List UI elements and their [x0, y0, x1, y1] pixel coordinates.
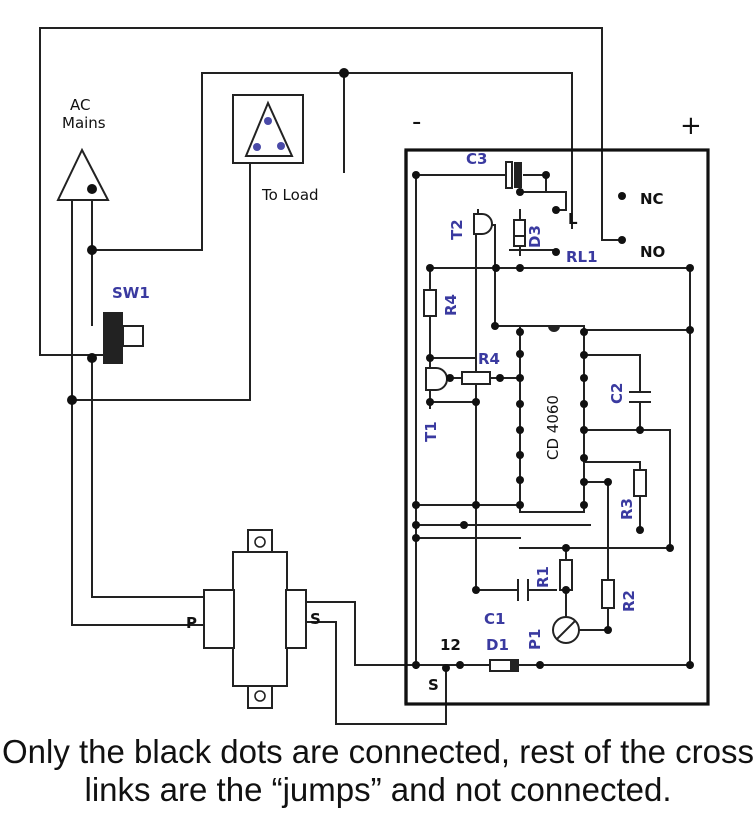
label-ac-mains-2: Mains	[62, 114, 106, 132]
sw1-switch	[103, 312, 144, 364]
label-r3: R3	[618, 498, 636, 520]
label-r4-top: R4	[442, 294, 460, 316]
pcb-components	[423, 161, 651, 672]
caption: Only the black dots are connected, rest …	[1, 733, 755, 808]
label-r1: R1	[534, 566, 552, 588]
label-c1: C1	[484, 610, 505, 628]
label-rl1: RL1	[566, 248, 598, 266]
label-ic: CD 4060	[544, 395, 562, 460]
label-sw1: SW1	[112, 284, 150, 302]
to-load-socket	[232, 94, 304, 164]
label-d1: D1	[486, 636, 509, 654]
ic-pin-dots	[516, 328, 588, 509]
mains-wiring	[39, 27, 623, 725]
label-l: L	[568, 210, 578, 228]
label-ac-mains-1: AC	[70, 96, 90, 114]
label-t2: T2	[448, 219, 466, 240]
circuit-diagram: AC Mains To Load SW1 - + C3 T2 D3 L RL1 …	[39, 27, 710, 725]
label-t1: T1	[422, 421, 440, 442]
label-no: NO	[640, 243, 665, 261]
label-nc: NC	[640, 190, 664, 208]
pcb-junction-dots	[412, 171, 694, 672]
diagram-labels: AC Mains To Load SW1 - + C3 T2 D3 L RL1 …	[62, 96, 702, 694]
transformer	[203, 529, 307, 709]
label-s-bottom: S	[428, 676, 439, 694]
pcb-wiring	[415, 174, 691, 669]
label-r4-mid: R4	[478, 350, 500, 368]
label-to-load: To Load	[261, 186, 319, 204]
label-s-right: S	[310, 610, 321, 628]
label-c2: C2	[608, 383, 626, 404]
label-plus: +	[680, 111, 702, 141]
label-c3: C3	[466, 150, 487, 168]
label-d3: D3	[526, 225, 544, 248]
label-pin12: 12	[440, 636, 461, 654]
mains-junction-dots	[67, 68, 349, 405]
ac-mains-plug	[56, 147, 110, 201]
label-p1: P1	[526, 629, 544, 650]
label-minus: -	[412, 107, 421, 137]
label-p: P	[186, 614, 197, 632]
label-r2: R2	[620, 590, 638, 612]
